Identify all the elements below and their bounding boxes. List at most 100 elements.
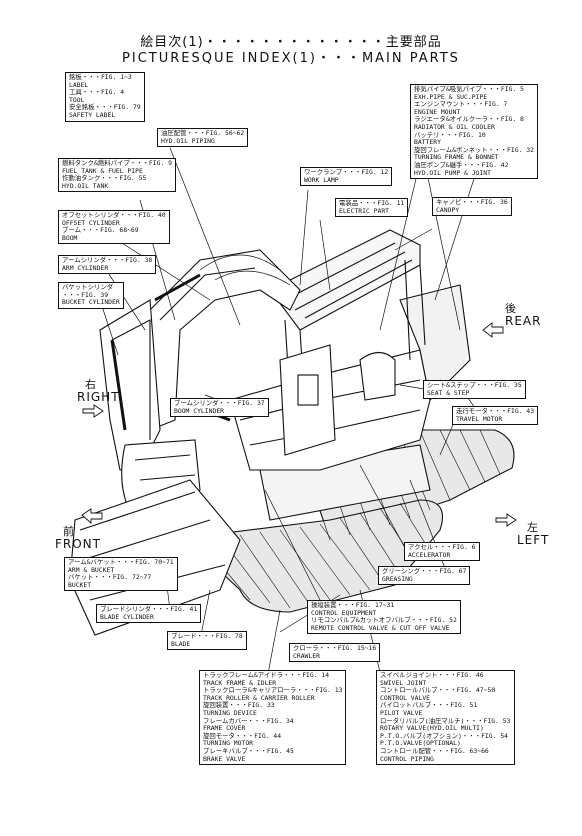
callout-text-line: BOOM CYLINDER <box>174 406 225 415</box>
callout-text-line: CONTROL EQUIPMENT <box>311 608 377 617</box>
callout-text-line: ACCELERATOR <box>408 550 451 559</box>
callout-text-line: FRAME COVER <box>203 724 246 733</box>
direction-front: 前 FRONT <box>55 525 101 551</box>
direction-right: 右 RIGHT <box>77 378 120 404</box>
control-box <box>279 344 336 456</box>
title-japanese: 絵目次(1)・・・・・・・・・・・・・主要部品 <box>140 35 442 50</box>
arm-cylinder-shape <box>154 273 201 302</box>
callout-text-line: WORK LAMP <box>304 175 339 184</box>
right-arrow-icon <box>82 404 104 418</box>
callout-text-line: HYD.OIL PUMP & JOINT <box>414 168 491 177</box>
title-english: PICTURESQUE INDEX(1)・・・MAIN PARTS <box>122 51 460 66</box>
callout-text-line: CONTROL PIPING <box>380 754 434 763</box>
callout-text-line: CANOPY <box>436 205 460 214</box>
callout-text-line: 排気パイプ&吸気パイプ・・・FIG. 5 <box>414 85 525 93</box>
callout-text-line: トラックフレーム&アイドラ・・・FIG. 14 <box>203 671 330 679</box>
callout-text-line: パイロットバルブ・・・FIG. 51 <box>380 701 478 710</box>
callout-text-line: 銘板・・・FIG. 1~3 <box>69 73 132 81</box>
callout-text-line: FUEL TANK & FUEL PIPE <box>62 166 143 175</box>
callout-text-line: グリーシング・・・FIG. 67 <box>382 567 467 575</box>
callout-text-line: ENGINE MOUNT <box>414 107 461 116</box>
callout-text-line: BUCKET CYLINDER <box>62 298 120 307</box>
callout-text-line: P.T.O.VALVE(OPTIONAL) <box>380 739 461 748</box>
callout-text-line: アクセル・・・FIG. 6 <box>408 543 476 551</box>
callout-text-line: ブレーキバルブ・・・FIG. 45 <box>203 746 294 755</box>
front-arrow-icon <box>81 508 103 525</box>
callout-text-line: BLADE CYLINDER <box>100 612 154 621</box>
callout-text-line: バッテリ・・・FIG. 10 <box>414 130 486 139</box>
rear-arrow-icon <box>482 322 504 338</box>
bucket-cylinder-shape <box>110 339 127 431</box>
callout-text-line: ROTARY VALVE(HYD.OIL MULTI) <box>380 724 484 733</box>
callout-bucket-cylinder: バケットシリンダ・・・FIG. 39 BUCKET CYLINDER <box>58 282 124 309</box>
callout-text-line: 操縦装置・・・FIG. 17~31 <box>311 601 395 609</box>
callout-text-line: TRACK ROLLER & CARRIER ROLLER <box>203 693 315 702</box>
callout-text-line: 旋回装置・・・FIG. 33 <box>203 701 275 710</box>
callout-text-line: 油圧配管・・・FIG. 56~62 <box>161 129 245 137</box>
callout-text-line: オフセットシリンダ・・・FIG. 40 <box>62 211 166 219</box>
callout-text-line: ラジエータ&オイルクーラ・・FIG. 8 <box>414 115 524 124</box>
callout-text-line: LABEL <box>69 80 89 89</box>
callout-text-line: 作動油タンク・・・FIG. 55 <box>62 174 147 183</box>
seat <box>359 351 396 401</box>
callout-text-line: 電装品・・・FIG. 11 <box>339 199 405 207</box>
canopy-frame <box>269 229 421 331</box>
callout-text-line: アームシリンダ・・・FIG. 38 <box>62 256 153 264</box>
callout-text-line: CRAWLER <box>293 651 320 660</box>
callout-text-line: PILOT VALVE <box>380 708 423 717</box>
callout-text-line: HYD.OIL TANK <box>62 181 109 190</box>
callout-text-line: リモコンバルブ&カットオフバルブ・・・FIG. 52 <box>311 616 457 625</box>
callout-text-line: P.T.O.バルブ(オプション)・・・FIG. 54 <box>380 731 509 740</box>
callout-text-line: ワークランプ・・・FIG. 12 <box>304 168 389 176</box>
callout-text-line: ロータリバルブ(油圧マルチ)・・・FIG. 53 <box>380 716 511 725</box>
boom <box>149 249 301 431</box>
callout-text-line: HYD.OIL PIPING <box>161 136 215 145</box>
direction-left: 左 LEFT <box>517 521 550 547</box>
callout-text-line: ブレードシリンダ・・・FIG. 41 <box>100 605 198 613</box>
left-arrow-icon <box>495 513 517 527</box>
callout-text-line: SWIVEL JOINT <box>380 678 427 687</box>
callout-text-line: 安全銘板・・・FIG. 79 <box>69 103 141 112</box>
callout-text-line: RADIATOR & OIL COOLER <box>414 122 495 131</box>
callout-text-line: キャノピ・・・FIG. 36 <box>436 198 508 206</box>
callout-text-line: シート&ステップ・・・FIG. 35 <box>427 381 522 389</box>
callout-text-line: ブームシリンダ・・・FIG. 37 <box>174 399 265 407</box>
callout-text-line: TRAVEL MOTOR <box>456 414 503 423</box>
callout-text-line: アーム&バケット・・・FIG. 70~71 <box>68 558 174 566</box>
callout-text-line: ARM CYLINDER <box>62 263 109 272</box>
callout-text-line: OFFSET CYLINDER <box>62 218 120 227</box>
callout-text-line: BRAKE VALVE <box>203 754 246 763</box>
callout-text-line: BLADE <box>171 639 191 648</box>
callout-text-line: エンジンマウント・・・FIG. 7 <box>414 100 508 109</box>
callout-text-line: 旋回モータ・・・FIG. 44 <box>203 731 282 740</box>
callout-text-line: BOOM <box>62 233 78 242</box>
callout-text-line: バケット・・・FIG. 72~77 <box>68 573 152 582</box>
callout-text-line: スイベルジョイント・・・FIG. 46 <box>380 671 484 679</box>
direction-rear: 後 REAR <box>505 302 542 328</box>
callout-text-line: EXH.PIPE & SUC.PIPE <box>414 92 488 101</box>
callout-text-line: TRACK FRAME & IDLER <box>203 678 277 687</box>
callout-text-line: バケットシリンダ <box>62 283 114 291</box>
callout-text-line: TURNING FRAME & BONNET <box>414 153 499 162</box>
callout-text-line: ARM & BUCKET <box>68 565 115 574</box>
callout-text-line: CONTROL VALVE <box>380 693 431 702</box>
callout-text-line: BUCKET <box>68 580 92 589</box>
callout-text-line: コントロールバルブ・・・FIG. 47~50 <box>380 686 496 695</box>
